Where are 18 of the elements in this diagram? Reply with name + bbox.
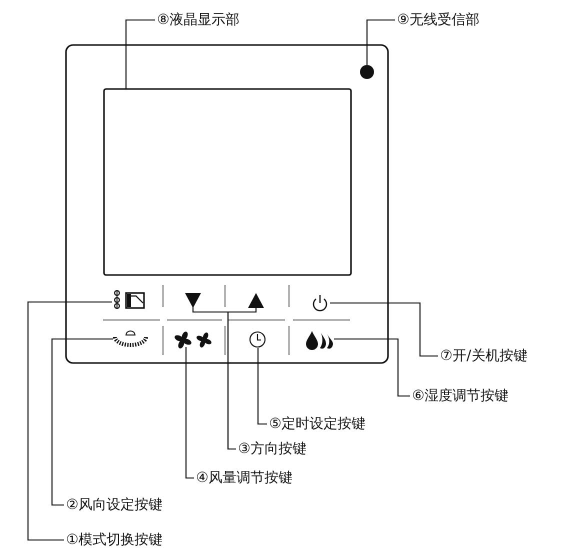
callout-label: ①模式切换按键 [66, 531, 163, 549]
leader-line [185, 347, 194, 479]
leader-line [51, 338, 113, 506]
callout-label: ⑧液晶显示部 [157, 11, 240, 29]
callout-label: ②风向设定按键 [66, 496, 163, 514]
callout-label: ⑥湿度调节按键 [412, 387, 509, 405]
leader-line [334, 338, 410, 397]
callout-label: ⑨无线受信部 [397, 11, 480, 29]
callout-label: ④风量调节按键 [196, 469, 293, 487]
callout-label: ③方向按键 [238, 440, 307, 458]
leader-line [257, 348, 267, 425]
leader-line [27, 301, 112, 541]
leader-line [330, 302, 438, 357]
leader-line [125, 19, 155, 89]
leader-line [366, 19, 395, 65]
callout-label: ⑦开/关机按键 [440, 347, 528, 365]
callout-label: ⑤定时设定按键 [269, 415, 366, 433]
leader-line [227, 307, 257, 450]
